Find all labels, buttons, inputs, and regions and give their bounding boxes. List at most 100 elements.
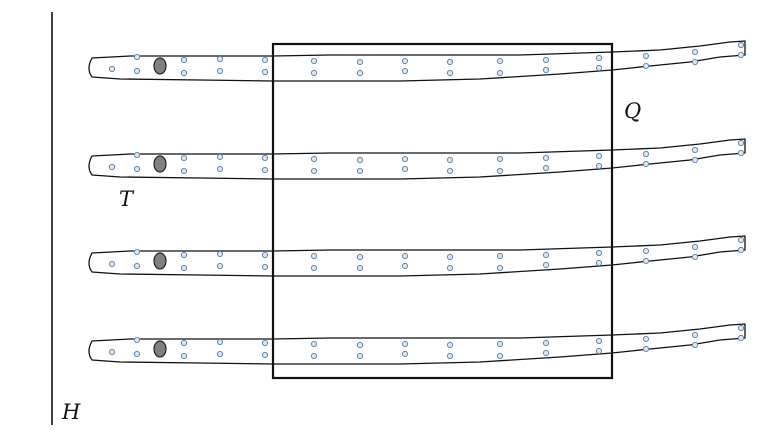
label-h: H <box>61 400 81 424</box>
small-dot <box>133 262 141 270</box>
small-dot <box>595 54 603 62</box>
small-dot <box>356 58 364 66</box>
strand-tube-outline <box>88 40 746 82</box>
strand-tube-outline <box>88 235 746 277</box>
small-dot <box>595 259 603 267</box>
small-dot <box>261 154 269 162</box>
label-q: Q <box>624 99 641 123</box>
small-dot <box>216 262 224 270</box>
small-dot <box>133 336 141 344</box>
strand-tube-outline <box>88 138 746 180</box>
small-dot <box>310 340 318 348</box>
small-dot <box>737 334 745 342</box>
small-dot <box>595 249 603 257</box>
small-dot <box>496 57 504 65</box>
strand-4 <box>88 323 746 365</box>
small-dot <box>216 165 224 173</box>
small-dot <box>446 58 454 66</box>
small-dot <box>642 335 650 343</box>
small-dot <box>446 167 454 175</box>
small-dot <box>216 55 224 63</box>
small-dot <box>310 155 318 163</box>
strand-tube-outline <box>88 323 746 365</box>
square-region-box <box>271 42 614 380</box>
small-dot <box>737 51 745 59</box>
small-dot <box>356 167 364 175</box>
small-dot <box>642 160 650 168</box>
small-dot <box>542 251 550 259</box>
small-dot <box>261 339 269 347</box>
small-dot <box>542 261 550 269</box>
small-dot <box>691 156 699 164</box>
strand-1 <box>88 40 746 82</box>
small-dot <box>133 248 141 256</box>
small-dot <box>642 150 650 158</box>
small-dot <box>310 167 318 175</box>
small-dot <box>642 257 650 265</box>
large-dot <box>153 57 167 75</box>
small-dot <box>496 264 504 272</box>
small-dot <box>691 253 699 261</box>
small-dot <box>356 264 364 272</box>
small-dot <box>356 69 364 77</box>
small-dot <box>401 155 409 163</box>
small-dot <box>310 57 318 65</box>
small-dot <box>737 41 745 49</box>
small-dot <box>737 246 745 254</box>
small-dot <box>401 57 409 65</box>
small-dot <box>180 251 188 259</box>
small-dot <box>180 264 188 272</box>
small-dot <box>310 252 318 260</box>
small-dot <box>496 167 504 175</box>
small-dot <box>180 352 188 360</box>
small-dot <box>133 67 141 75</box>
small-dot <box>261 68 269 76</box>
small-dot <box>401 67 409 75</box>
strand-group <box>88 40 746 365</box>
small-dot <box>108 163 116 171</box>
large-dot <box>153 340 167 358</box>
small-dot <box>310 264 318 272</box>
small-dot <box>356 253 364 261</box>
large-dot <box>153 252 167 270</box>
small-dot <box>401 350 409 358</box>
strand-3 <box>88 235 746 277</box>
small-dot <box>108 348 116 356</box>
small-dot <box>446 352 454 360</box>
small-dot <box>691 146 699 154</box>
small-dot <box>261 251 269 259</box>
small-dot <box>691 331 699 339</box>
small-dot <box>542 154 550 162</box>
small-dot <box>542 339 550 347</box>
small-dot <box>595 162 603 170</box>
small-dot <box>542 164 550 172</box>
small-dot <box>737 139 745 147</box>
small-dot <box>180 56 188 64</box>
small-dot <box>446 341 454 349</box>
small-dot <box>216 350 224 358</box>
small-dot <box>542 349 550 357</box>
small-dot <box>180 339 188 347</box>
small-dot <box>642 247 650 255</box>
small-dot <box>595 64 603 72</box>
small-dot <box>595 337 603 345</box>
small-dot <box>642 62 650 70</box>
small-dot <box>261 263 269 271</box>
small-dot <box>133 350 141 358</box>
small-dot <box>216 338 224 346</box>
small-dot <box>737 149 745 157</box>
small-dot <box>737 236 745 244</box>
small-dot <box>356 341 364 349</box>
small-dot <box>356 352 364 360</box>
small-dot <box>133 151 141 159</box>
small-dot <box>446 156 454 164</box>
small-dot <box>496 155 504 163</box>
small-dot <box>310 352 318 360</box>
small-dot <box>216 153 224 161</box>
small-dot <box>356 156 364 164</box>
small-dot <box>401 252 409 260</box>
small-dot <box>691 341 699 349</box>
small-dot <box>642 345 650 353</box>
small-dot <box>180 154 188 162</box>
